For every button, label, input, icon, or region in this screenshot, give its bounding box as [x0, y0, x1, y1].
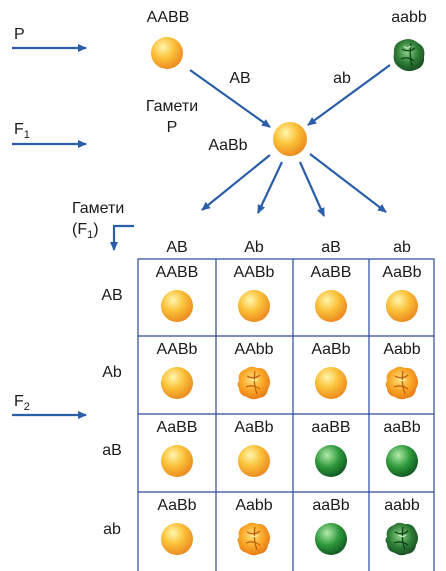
pea-yellow-round — [238, 290, 270, 322]
pea-yellow-round — [161, 367, 193, 399]
arrow-gametes-f1-elbow — [110, 224, 134, 251]
cell-genotype: Aabb — [235, 497, 273, 514]
pea-yellow-wrinkled — [237, 366, 270, 400]
generation-label-f2: F2 — [14, 393, 30, 414]
arrow-parent-left-to-f1 — [189, 69, 271, 128]
pea-yellow-round — [161, 290, 193, 322]
gametes-p-label-line1: Гамети — [145, 98, 199, 115]
cell-genotype: aaBb — [312, 497, 350, 514]
arrow-f1-to-gamete-4 — [309, 153, 387, 213]
parent-right-gamete: ab — [333, 70, 351, 87]
cell-genotype: AAbb — [234, 341, 274, 358]
arrow-f1-to-gamete-3 — [298, 161, 326, 217]
column-header-gamete: Ab — [244, 239, 264, 256]
cell-genotype: AaBb — [157, 497, 197, 514]
generation-label-f1: F1 — [14, 121, 30, 142]
pea-yellow-round — [161, 445, 193, 477]
cell-genotype: AaBb — [382, 264, 422, 281]
cell-genotype: AaBb — [311, 341, 351, 358]
cell-genotype: Aabb — [383, 341, 421, 358]
cell-genotype: aaBb — [383, 419, 421, 436]
row-header-gamete: ab — [103, 521, 121, 538]
f1-genotype: AaBb — [208, 137, 248, 154]
parent-left-gamete: AB — [229, 70, 251, 87]
gametes-p-label-line2: P — [166, 119, 178, 136]
parent-right-genotype: aabb — [391, 9, 427, 26]
pea-yellow-round — [315, 367, 347, 399]
pea-green-round — [315, 445, 347, 477]
pea-green-wrinkled — [385, 522, 418, 556]
punnett-grid — [137, 258, 435, 571]
pea-yellow-round — [238, 445, 270, 477]
row-header-gamete: AB — [101, 286, 123, 304]
gametes-f1-label-line2: (F1) — [72, 221, 99, 242]
pea-green-round — [315, 523, 347, 555]
cell-genotype: AaBb — [234, 419, 274, 436]
pea-yellow-wrinkled — [385, 366, 418, 400]
pea-yellow-wrinkled — [237, 522, 270, 556]
pea-yellow-round — [161, 523, 193, 555]
arrow-parent-right-to-f1 — [307, 64, 391, 126]
column-header-gamete: AB — [166, 239, 188, 256]
pea-yellow-round — [386, 290, 418, 322]
column-header-gamete: ab — [393, 239, 411, 256]
cell-genotype: aaBB — [311, 419, 351, 436]
parent-left-genotype: AABB — [146, 9, 190, 26]
pea-green-round — [386, 445, 418, 477]
cell-genotype: AABB — [155, 264, 199, 281]
cell-genotype: AaBB — [156, 419, 198, 436]
cell-genotype: AABb — [233, 264, 275, 281]
arrow-f1-to-gamete-1 — [201, 154, 271, 211]
row-header-gamete: aB — [102, 442, 122, 459]
row-header-gamete: Ab — [102, 364, 122, 381]
column-header-gamete: aB — [321, 239, 341, 256]
cell-genotype: AABb — [156, 341, 198, 358]
arrow-f1-to-gamete-2 — [257, 161, 283, 214]
cell-genotype: AaBB — [310, 264, 352, 281]
pea-yellow-round — [315, 290, 347, 322]
gametes-f1-label-line1: Гамети — [72, 200, 125, 217]
pea-parent-yellow-round — [151, 37, 183, 69]
generation-label-p: P — [14, 26, 25, 43]
pea-parent-green-wrinkled — [393, 39, 425, 72]
cell-genotype: aabb — [384, 497, 420, 514]
pea-f1-yellow-round — [273, 122, 307, 156]
